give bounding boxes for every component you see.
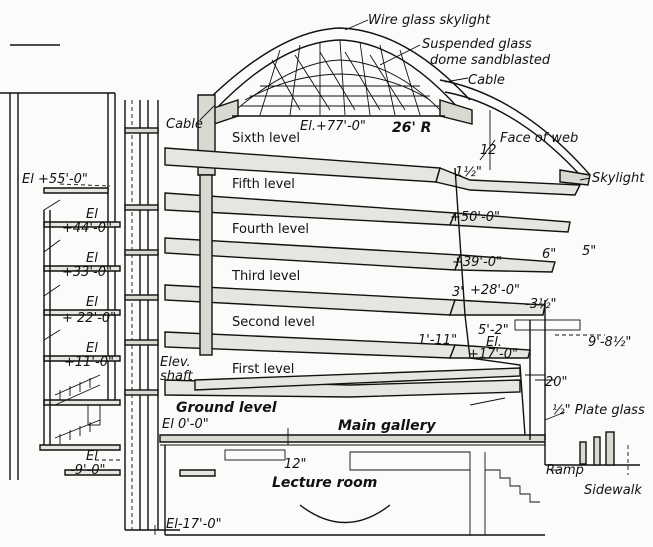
plus28-label: +28'-0" <box>470 283 520 298</box>
el-22-b: + 22'-0" <box>62 311 116 326</box>
shaft-label: shaft <box>160 369 194 384</box>
face-of-web-label: Face of web <box>500 131 578 146</box>
plate-glass-label: ½" Plate glass <box>552 403 645 418</box>
ramp-label: Ramp <box>546 463 584 478</box>
dim-9-8-label: 9'-8½" <box>588 335 631 350</box>
lecture-room-label: Lecture room <box>272 475 377 491</box>
el-77-label: El.+77'-0" <box>300 119 366 134</box>
suspended-glass-label: Suspended glass <box>422 37 532 52</box>
roof-right <box>439 79 591 186</box>
main-gallery-label: Main gallery <box>338 418 436 434</box>
el-44-a: El <box>86 207 98 222</box>
leader-lines <box>59 19 605 535</box>
el-11-a: El <box>86 341 98 356</box>
ground-level-label: Ground level <box>176 400 277 416</box>
left-annex <box>0 44 121 480</box>
el-22-a: El <box>86 295 98 310</box>
sidewalk-label: Sidewalk <box>584 483 642 498</box>
fourth-level-label: Fourth level <box>232 222 309 237</box>
sixth-level-label: Sixth level <box>232 131 300 146</box>
el-0-label: El 0'-0" <box>162 417 209 432</box>
dim-5-label: 5" <box>582 244 596 259</box>
dim-1-half: 1½" <box>455 165 482 180</box>
basement <box>164 431 640 536</box>
third-level-label: Third level <box>231 269 300 284</box>
dim-12-top: 12 <box>480 143 497 158</box>
el-33-b: +33'-0" <box>62 265 112 280</box>
dim-3-half-label: -3½" <box>525 297 557 312</box>
el-small-label: El. <box>486 335 502 350</box>
el-neg17-label: El-17'-0" <box>166 517 222 532</box>
wire-glass-skylight-label: Wire glass skylight <box>368 13 491 28</box>
elevator-shaft <box>124 100 180 531</box>
second-level-label: Second level <box>232 315 315 330</box>
plus50-label: +50'-0" <box>450 210 500 225</box>
dim-20-label: 20" <box>545 375 568 390</box>
el-11-b: +11'-0" <box>64 355 114 370</box>
dim-3-label: 3' <box>452 285 464 300</box>
el-neg9-a: El <box>86 449 98 464</box>
elev-label: Elev. <box>160 355 191 370</box>
el-44-b: +44'-0" <box>62 221 112 236</box>
dim-6-label: 6" <box>542 247 556 262</box>
skylight-label: Skylight <box>592 171 645 186</box>
cable-label-top: Cable <box>468 73 505 88</box>
radius-label: 26' R <box>392 120 431 136</box>
plus39-label: +39'-0" <box>452 255 502 270</box>
cable-label-left: Cable <box>166 117 203 132</box>
dim-1-11-label: 1'-11" <box>418 333 457 348</box>
text-labels: Wire glass skylight Suspended glass dome… <box>22 13 645 532</box>
ramp-slabs <box>159 94 582 446</box>
fifth-level-label: Fifth level <box>232 177 295 192</box>
first-level-label: First level <box>232 362 294 377</box>
el-55-label: El +55'-0" <box>22 172 88 187</box>
el-33-a: El <box>86 251 98 266</box>
plus17-label: +17'-0" <box>468 347 518 362</box>
dim-12-bottom: 12" <box>284 457 307 472</box>
el-neg9-b: -9'-0" <box>70 463 105 478</box>
dim-5-2-label: 5'-2" <box>478 323 509 338</box>
dome-sandblasted-label: dome sandblasted <box>430 53 551 68</box>
